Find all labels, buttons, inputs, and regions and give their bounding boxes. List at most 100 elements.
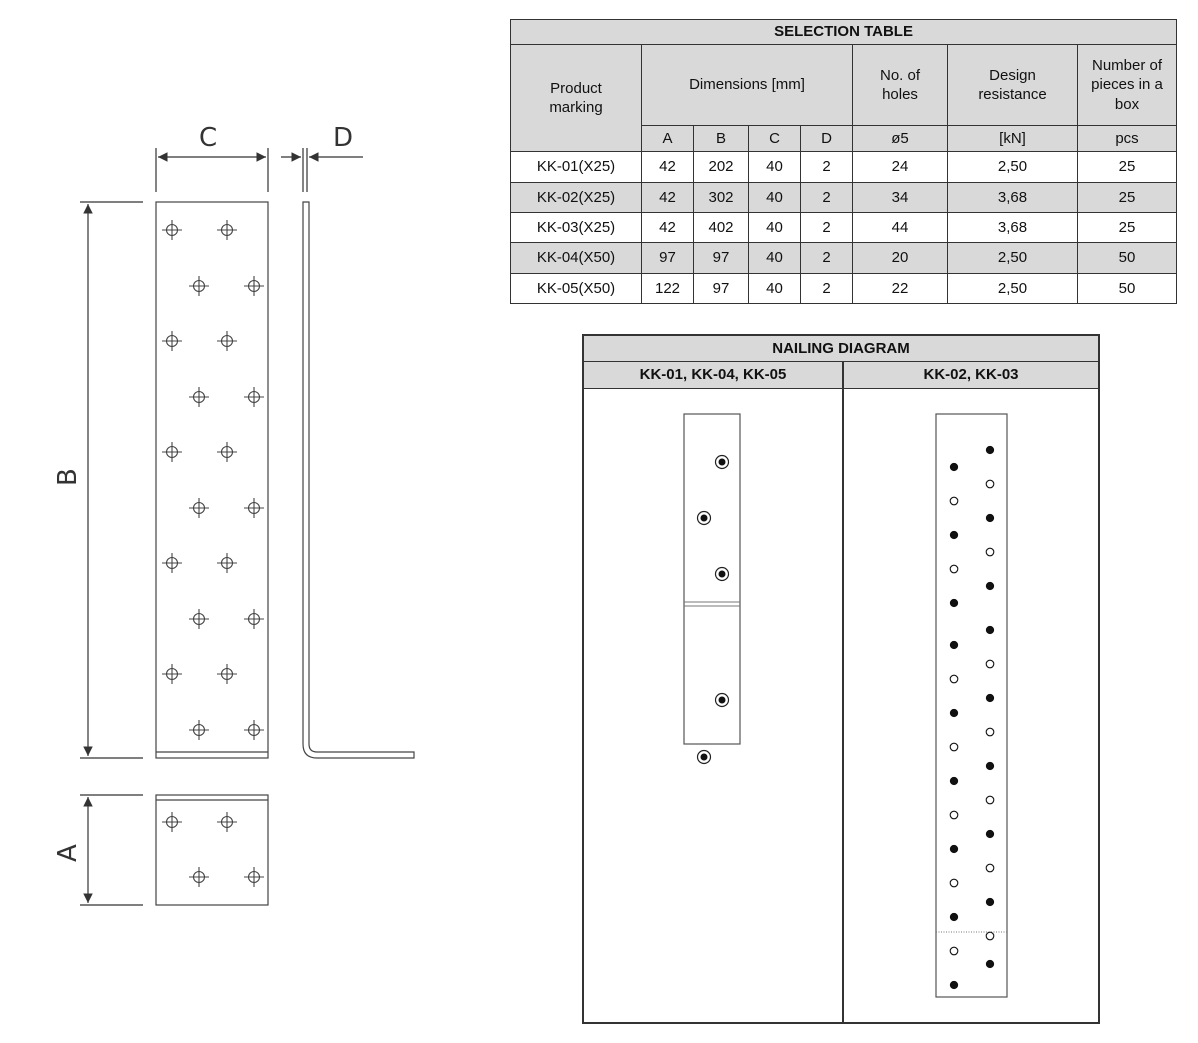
dimension-a-label: A xyxy=(53,844,83,862)
cell-c: 40 xyxy=(748,242,801,274)
hole-icon xyxy=(244,387,264,407)
nail-open-icon xyxy=(985,727,995,737)
hole-icon xyxy=(244,276,264,296)
nail-filled-icon xyxy=(949,912,959,922)
cell-b: 402 xyxy=(693,211,749,244)
nail-open-icon xyxy=(949,564,959,574)
nail-icon xyxy=(696,510,712,526)
nail-filled-icon xyxy=(985,445,995,455)
cell-resistance: 2,50 xyxy=(947,242,1078,274)
cell-b: 302 xyxy=(693,181,749,214)
nail-filled-icon xyxy=(985,513,995,523)
nail-filled-icon xyxy=(949,598,959,608)
subheader-c: C xyxy=(748,125,801,153)
cell-holes: 24 xyxy=(852,151,948,183)
nail-icon xyxy=(714,692,730,708)
cell-b: 202 xyxy=(693,151,749,183)
cell-d: 2 xyxy=(800,242,853,274)
left-plate-nails xyxy=(696,454,730,765)
cell-resistance: 3,68 xyxy=(947,211,1078,244)
right-plate-nails xyxy=(949,445,995,990)
cell-marking: KK-04(X50) xyxy=(510,242,642,274)
nail-filled-icon xyxy=(949,844,959,854)
nailing-left-heading: KK-01, KK-04, KK-05 xyxy=(584,362,842,389)
cell-c: 40 xyxy=(748,181,801,214)
cell-resistance: 3,68 xyxy=(947,181,1078,214)
cell-a: 42 xyxy=(641,181,694,214)
subheader-holes-diameter: ø5 xyxy=(852,125,948,153)
nail-filled-icon xyxy=(985,829,995,839)
hole-icon xyxy=(244,720,264,740)
hole-icon xyxy=(162,331,182,351)
hole-icon xyxy=(217,331,237,351)
nail-open-icon xyxy=(949,878,959,888)
hole-icon xyxy=(189,387,209,407)
cell-marking: KK-03(X25) xyxy=(510,211,642,244)
cell-b: 97 xyxy=(693,242,749,274)
cell-holes: 20 xyxy=(852,242,948,274)
cell-a: 97 xyxy=(641,242,694,274)
dimension-c-label: C xyxy=(199,123,217,153)
cell-c: 40 xyxy=(748,151,801,183)
subheader-pcs: pcs xyxy=(1076,125,1178,153)
table-row: KK-04(X50) 97 97 40 2 20 2,50 50 xyxy=(510,242,1178,274)
cell-a: 122 xyxy=(641,272,694,305)
cell-holes: 44 xyxy=(852,211,948,244)
dimension-b-label: B xyxy=(53,468,83,486)
nail-filled-icon xyxy=(985,693,995,703)
cell-c: 40 xyxy=(748,272,801,305)
nail-filled-icon xyxy=(985,897,995,907)
hole-icon xyxy=(217,812,237,832)
hole-icon xyxy=(162,664,182,684)
cell-c: 40 xyxy=(748,211,801,244)
dimension-a xyxy=(80,794,143,906)
cell-pieces: 50 xyxy=(1076,242,1178,274)
cell-d: 2 xyxy=(800,181,853,214)
cell-b: 97 xyxy=(693,272,749,305)
nail-open-icon xyxy=(985,479,995,489)
hole-icon xyxy=(217,220,237,240)
cell-marking: KK-02(X25) xyxy=(510,181,642,214)
header-resistance: Design resistance xyxy=(947,44,1078,127)
selection-table-title: SELECTION TABLE xyxy=(509,18,1178,46)
cell-marking: KK-01(X25) xyxy=(510,151,642,183)
nailing-plate-long xyxy=(935,413,1008,998)
nail-filled-icon xyxy=(985,959,995,969)
subheader-d: D xyxy=(800,125,853,153)
nailing-column-right: KK-02, KK-03 xyxy=(844,362,1098,1022)
cell-pieces: 25 xyxy=(1076,211,1178,244)
cell-a: 42 xyxy=(641,151,694,183)
header-product-marking: Product marking xyxy=(510,44,642,153)
hole-icon xyxy=(244,867,264,887)
cell-holes: 34 xyxy=(852,181,948,214)
nailing-diagram: NAILING DIAGRAM KK-01, KK-04, KK-05 KK-0… xyxy=(582,334,1100,1024)
cell-pieces: 25 xyxy=(1076,151,1178,183)
nail-open-icon xyxy=(949,810,959,820)
nail-filled-icon xyxy=(985,761,995,771)
nail-icon xyxy=(714,566,730,582)
bracket-side-profile xyxy=(302,201,415,759)
nailing-column-left: KK-01, KK-04, KK-05 xyxy=(584,362,844,1022)
nail-open-icon xyxy=(985,931,995,941)
hole-icon xyxy=(217,553,237,573)
nail-filled-icon xyxy=(985,581,995,591)
header-pieces: Number of pieces in a box xyxy=(1076,44,1178,127)
subheader-a: A xyxy=(641,125,694,153)
short-leg-holes xyxy=(162,812,264,887)
header-holes: No. of holes xyxy=(852,44,948,127)
table-row: KK-05(X50) 122 97 40 2 22 2,50 50 xyxy=(510,272,1178,305)
cell-d: 2 xyxy=(800,272,853,305)
cell-pieces: 50 xyxy=(1076,272,1178,305)
nail-filled-icon xyxy=(949,708,959,718)
nail-filled-icon xyxy=(949,530,959,540)
cell-a: 42 xyxy=(641,211,694,244)
header-dimensions: Dimensions [mm] xyxy=(641,44,853,127)
hole-icon xyxy=(244,609,264,629)
dimension-b xyxy=(80,201,143,759)
nail-open-icon xyxy=(949,946,959,956)
front-view-holes xyxy=(162,220,264,740)
nail-open-icon xyxy=(985,659,995,669)
cell-resistance: 2,50 xyxy=(947,151,1078,183)
cell-holes: 22 xyxy=(852,272,948,305)
table-row: KK-03(X25) 42 402 40 2 44 3,68 25 xyxy=(510,211,1178,244)
